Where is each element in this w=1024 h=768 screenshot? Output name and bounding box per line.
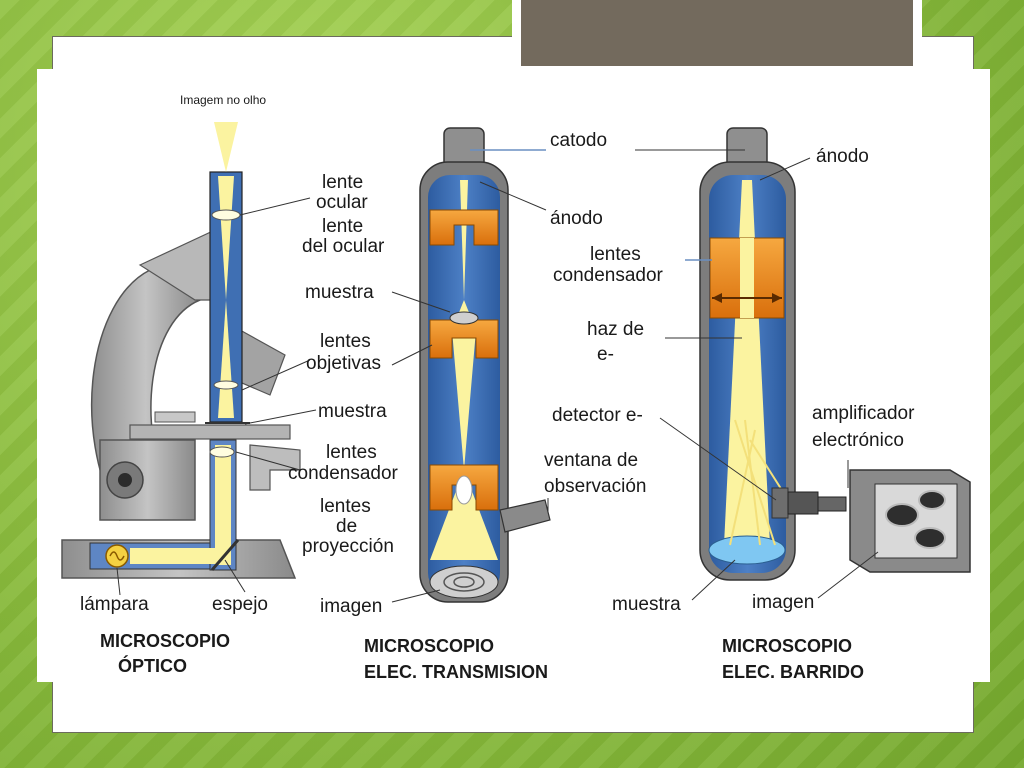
optical-leader-lines	[116, 197, 317, 596]
label-lamp: lámpara	[80, 594, 149, 615]
label-anode-sem: ánodo	[816, 146, 869, 167]
label-window-1: ventana de	[544, 450, 638, 471]
label-image-tem: imagen	[320, 596, 382, 617]
title-transmission-1: MICROSCOPIO	[364, 636, 494, 656]
label-mirror: espejo	[212, 594, 268, 615]
label-projection-2: de	[336, 516, 357, 537]
label-anode-tem: ánodo	[550, 208, 603, 229]
label-condenser-1: lentes	[326, 442, 377, 463]
label-objective-2: objetivas	[306, 353, 381, 374]
label-ocular-lens-1: lente	[322, 172, 363, 193]
label-condenser-2: condensador	[288, 463, 399, 484]
title-scanning-1: MICROSCOPIO	[722, 636, 852, 656]
title-scanning-2: ELEC. BARRIDO	[722, 662, 864, 682]
scanning-labels: ánodo lentes condensador haz de e- detec…	[552, 146, 915, 682]
label-projection-1: lentes	[320, 496, 371, 517]
label-image-sem: imagen	[752, 592, 814, 613]
label-objective-1: lentes	[320, 331, 371, 352]
label-beam-1: haz de	[587, 319, 644, 340]
title-bar	[521, 0, 913, 66]
label-detector: detector e-	[552, 405, 643, 426]
optical-labels: Imagem no olho lente ocular lente del oc…	[80, 93, 399, 676]
title-optical-2: ÓPTICO	[118, 655, 187, 676]
label-eye-image: Imagem no olho	[180, 93, 266, 107]
title-optical-1: MICROSCOPIO	[100, 631, 230, 651]
label-amplifier-2: electrónico	[812, 430, 904, 451]
label-condenser-sem-1: lentes	[590, 244, 641, 265]
scanning-microscope	[699, 127, 971, 581]
label-beam-2: e-	[597, 344, 614, 365]
label-cathode: catodo	[550, 130, 607, 151]
title-transmission-2: ELEC. TRANSMISION	[364, 662, 548, 682]
label-ocular-lens-2: ocular	[316, 192, 368, 213]
scanning-leader-lines	[635, 149, 879, 601]
label-window-2: observación	[544, 476, 646, 497]
transmission-leader-lines	[391, 149, 549, 603]
transmission-labels: catodo ánodo ventana de observación imag…	[320, 130, 646, 682]
label-sample-sem: muestra	[612, 594, 681, 615]
label-sample-top: muestra	[305, 282, 374, 303]
label-ocular-lens2-1: lente	[322, 216, 363, 237]
label-projection-3: proyección	[302, 536, 394, 557]
label-amplifier-1: amplificador	[812, 403, 915, 424]
label-ocular-lens2-2: del ocular	[302, 236, 385, 257]
label-sample: muestra	[318, 401, 387, 422]
optical-microscope	[61, 122, 301, 579]
label-condenser-sem-2: condensador	[553, 265, 664, 286]
diagram-image	[37, 69, 990, 682]
transmission-microscope	[419, 127, 551, 603]
